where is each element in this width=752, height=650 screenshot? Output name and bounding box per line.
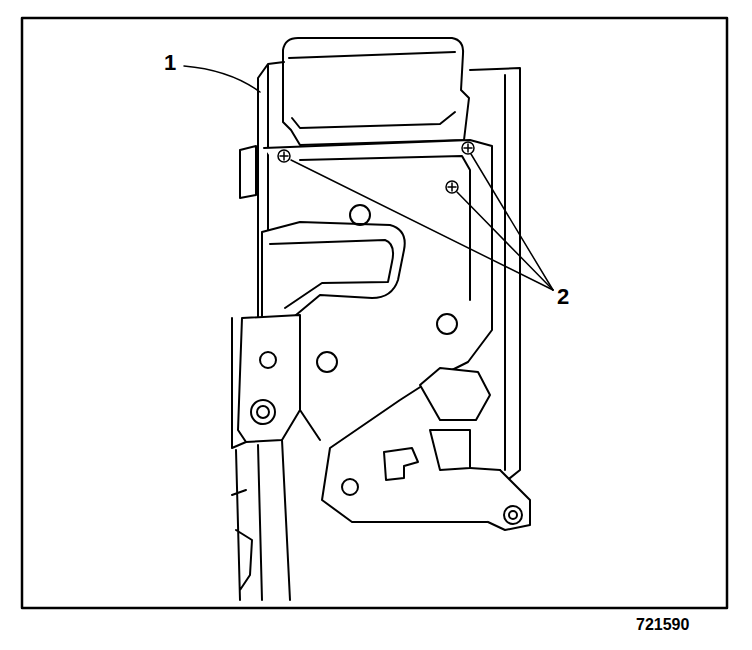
- screw: [278, 150, 290, 162]
- lower-bracket: [420, 368, 490, 420]
- hole: [509, 511, 517, 519]
- leader-lines: [184, 66, 553, 290]
- hole: [317, 352, 337, 372]
- actuator-detail: [289, 52, 455, 128]
- hole: [251, 400, 275, 424]
- leader-line: [471, 154, 553, 290]
- hole: [437, 314, 457, 334]
- hole: [504, 506, 522, 524]
- plate-lower-edge: [282, 410, 320, 600]
- mount-tab: [470, 468, 530, 530]
- lower-arm: [238, 315, 300, 442]
- callout-number: 1: [164, 52, 176, 74]
- figure-frame: [22, 18, 727, 608]
- arm-edge: [232, 318, 246, 448]
- catch-block: [430, 430, 470, 470]
- actuator-housing: [283, 38, 469, 145]
- leader-line: [457, 192, 553, 290]
- latch-lever: [262, 222, 405, 322]
- hole: [342, 479, 358, 495]
- screw: [462, 142, 474, 154]
- link-rod: [232, 445, 262, 600]
- latch-slot: [384, 448, 418, 480]
- hole: [350, 205, 370, 225]
- screw: [446, 181, 458, 193]
- hole: [260, 352, 276, 368]
- leader-line: [184, 66, 260, 92]
- screw-slot: [464, 144, 472, 152]
- mount-holes: [251, 205, 522, 524]
- figure-number: 721590: [636, 617, 689, 633]
- hole: [257, 406, 269, 418]
- screw-slot: [280, 152, 288, 160]
- callout-number: 2: [557, 286, 569, 308]
- lever-detail: [270, 240, 393, 308]
- screw-slot: [448, 183, 456, 191]
